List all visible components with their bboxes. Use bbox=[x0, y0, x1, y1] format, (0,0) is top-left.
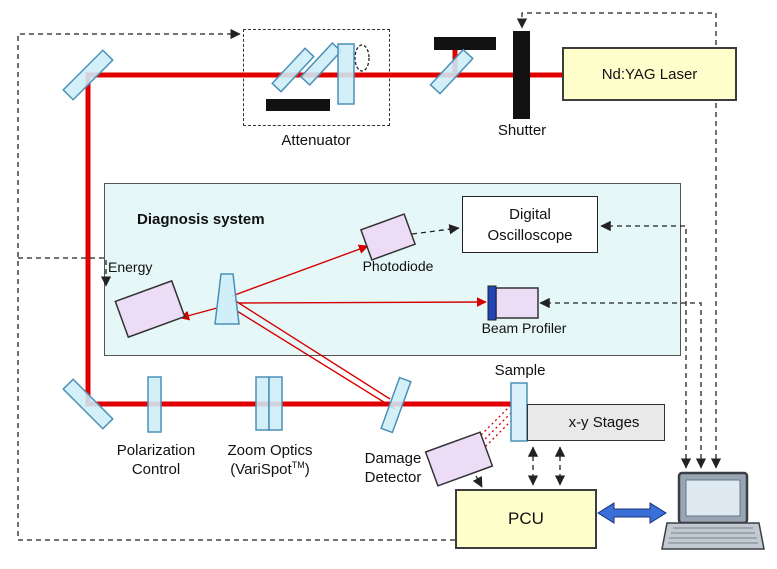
zoom-optics-lens-1 bbox=[255, 376, 270, 431]
photodiode-label: Photodiode bbox=[362, 258, 434, 274]
shutter-computer-line bbox=[516, 12, 722, 469]
beam-dump-attenuator bbox=[266, 99, 330, 111]
photodiode-detector bbox=[359, 213, 417, 261]
diagnostic-beams bbox=[179, 244, 487, 410]
laptop-keyboard-base bbox=[661, 522, 765, 550]
polarization-label-line2: Control bbox=[131, 461, 181, 479]
oscilloscope-label-line2: Oscilloscope bbox=[487, 226, 573, 244]
polarization-control-element bbox=[147, 376, 162, 433]
laser-beam bbox=[85, 72, 563, 407]
photodiode-scope-line bbox=[411, 224, 460, 235]
mirror-top-left bbox=[62, 49, 114, 101]
pcu-computer-link-arrow bbox=[597, 502, 667, 524]
laptop-screen bbox=[685, 479, 741, 517]
beam-profiler-sensor-edge bbox=[487, 285, 497, 321]
beam-splitter-sampling bbox=[380, 376, 412, 434]
waveplate-rotation-icon bbox=[354, 44, 370, 72]
damage-label-line2: Detector bbox=[364, 469, 422, 487]
oscilloscope-box: Digital Oscilloscope bbox=[462, 196, 598, 253]
sample-label: Sample bbox=[494, 362, 546, 379]
diagnosis-system-title: Diagnosis system bbox=[137, 211, 265, 228]
damage-detector-label: Damage Detector bbox=[352, 449, 434, 487]
optics bbox=[62, 42, 528, 442]
shutter-label: Shutter bbox=[497, 122, 547, 139]
sample-element bbox=[510, 382, 528, 442]
attenuator-label: Attenuator bbox=[281, 132, 351, 149]
pickoff-plate bbox=[429, 48, 474, 95]
laser-label: Nd:YAG Laser bbox=[601, 65, 698, 83]
laser-box: Nd:YAG Laser bbox=[562, 47, 737, 101]
pcu-attenuator-line bbox=[17, 28, 455, 541]
xy-stages-box: x-y Stages bbox=[527, 404, 665, 441]
mirror-bottom-left bbox=[62, 378, 114, 430]
energy-label: Energy bbox=[108, 259, 153, 275]
polarization-label-line1: Polarization bbox=[116, 442, 196, 459]
control-lines bbox=[17, 12, 722, 541]
wedge-prism bbox=[214, 273, 240, 325]
beam-dump-top bbox=[434, 37, 496, 50]
profiler-computer-line bbox=[539, 297, 707, 469]
laptop-key-rows bbox=[668, 527, 758, 544]
pcu-box: PCU bbox=[455, 489, 597, 549]
scatter-rays bbox=[473, 404, 514, 451]
detectors bbox=[114, 213, 539, 487]
polarization-control-label: Polarization Control bbox=[108, 441, 204, 479]
attenuator-waveplate bbox=[337, 43, 355, 105]
zoom-optics-label-line1: Zoom Optics bbox=[227, 442, 313, 459]
beam-profiler-body bbox=[495, 287, 539, 319]
zoom-optics-label: Zoom Optics (VariSpotTM) bbox=[212, 441, 328, 479]
pcu-label: PCU bbox=[508, 509, 544, 528]
beam-profiler-label: Beam Profiler bbox=[481, 320, 567, 336]
attenuator-plate-1 bbox=[271, 47, 315, 93]
laptop-computer bbox=[661, 471, 765, 550]
oscilloscope-computer-line bbox=[600, 220, 692, 469]
energy-control-line bbox=[18, 257, 112, 287]
zoom-optics-label-line2: (VariSpotTM) bbox=[230, 460, 310, 479]
oscilloscope-label-line1: Digital bbox=[509, 205, 551, 223]
damage-detector-camera bbox=[424, 431, 494, 487]
zoom-optics-lens-2 bbox=[268, 376, 283, 431]
damage-label-line1: Damage bbox=[364, 450, 422, 467]
attenuator-plate-2 bbox=[299, 42, 343, 86]
energy-detector bbox=[114, 279, 186, 339]
shutter-element bbox=[513, 31, 530, 119]
xy-stages-label: x-y Stages bbox=[568, 414, 640, 431]
damage-detector-pcu-line bbox=[472, 475, 483, 488]
